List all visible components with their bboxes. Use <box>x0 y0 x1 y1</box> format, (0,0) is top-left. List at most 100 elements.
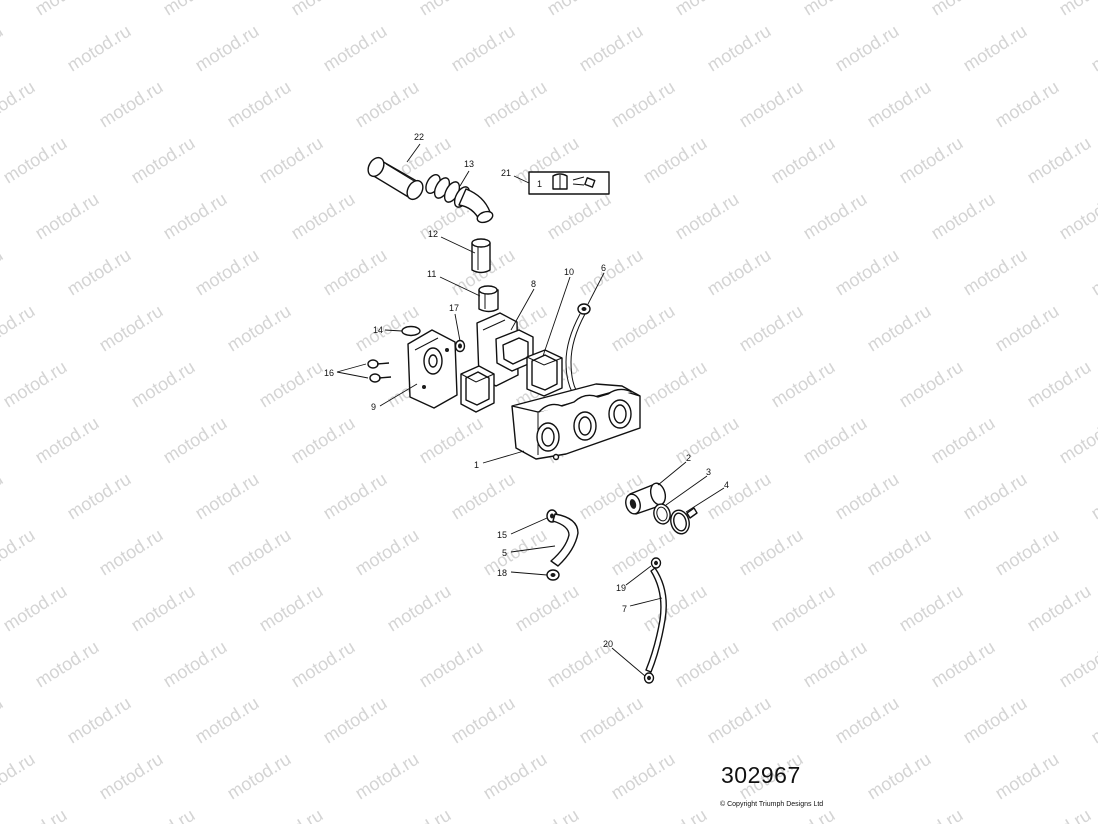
watermark-text: motod.ru <box>32 189 103 244</box>
watermark-text: motod.ru <box>320 245 391 300</box>
watermark-text: motod.ru <box>160 0 231 19</box>
part-20-cap[interactable] <box>643 672 655 684</box>
watermark-text: motod.ru <box>928 189 999 244</box>
watermark-text: motod.ru <box>384 805 455 824</box>
part-12-tube[interactable] <box>471 238 491 274</box>
watermark-text: motod.ru <box>320 469 391 524</box>
watermark-text: motod.ru <box>96 77 167 132</box>
callout-14: 14 <box>373 325 383 335</box>
watermark-text: motod.ru <box>480 525 551 580</box>
part-9-housing[interactable] <box>407 329 458 409</box>
watermark-text: motod.ru <box>256 133 327 188</box>
part-6-grommet[interactable] <box>577 303 591 315</box>
part-16-screws[interactable] <box>367 359 392 383</box>
watermark-text: motod.ru <box>160 637 231 692</box>
drain-pipe <box>565 313 586 393</box>
watermark-text: motod.ru <box>992 77 1063 132</box>
diagram-number: 302967 <box>721 762 801 788</box>
callout-5: 5 <box>502 548 507 558</box>
watermark-text: motod.ru <box>544 0 615 19</box>
watermark-text: motod.ru <box>640 805 711 824</box>
watermark-text: motod.ru <box>864 301 935 356</box>
callout-13: 13 <box>464 159 474 169</box>
watermark-text: motod.ru <box>864 525 935 580</box>
watermark-text: motod.ru <box>768 581 839 636</box>
watermark-text: motod.ru <box>576 693 647 748</box>
watermark-text: motod.ru <box>1088 469 1098 524</box>
watermark-text: motod.ru <box>768 133 839 188</box>
watermark-text: motod.ru <box>1056 413 1098 468</box>
watermark-text: motod.ru <box>416 0 487 19</box>
leader-lines <box>336 143 725 677</box>
watermark-text: motod.ru <box>352 77 423 132</box>
part-19-cap[interactable] <box>650 557 662 569</box>
watermark-text: motod.ru <box>256 357 327 412</box>
watermark-text: motod.ru <box>32 413 103 468</box>
watermark-text: motod.ru <box>928 413 999 468</box>
watermark-text: motod.ru <box>416 637 487 692</box>
part-18-cap[interactable] <box>546 569 560 581</box>
part-17-grommet[interactable] <box>454 339 466 353</box>
part-11-tube[interactable] <box>478 285 499 313</box>
watermark-text: motod.ru <box>256 581 327 636</box>
watermark-text: motod.ru <box>256 805 327 824</box>
part-3-clamp[interactable] <box>652 502 673 525</box>
watermark-text: motod.ru <box>480 749 551 804</box>
watermark-text: motod.ru <box>704 21 775 76</box>
watermark-text: motod.ru <box>800 637 871 692</box>
watermark-text: motod.ru <box>608 77 679 132</box>
watermark-text: motod.ru <box>896 133 967 188</box>
callout-9: 9 <box>371 402 376 412</box>
watermark-text: motod.ru <box>1088 245 1098 300</box>
watermark-text: motod.ru <box>544 189 615 244</box>
watermark-text: motod.ru <box>288 637 359 692</box>
watermark-text: motod.ru <box>224 301 295 356</box>
watermark-text: motod.ru <box>128 133 199 188</box>
intake-duct-left[interactable] <box>460 365 495 413</box>
part-5-hose[interactable] <box>550 513 579 567</box>
part-13-bellows-hose[interactable] <box>423 172 494 224</box>
watermark-text: motod.ru <box>672 189 743 244</box>
watermark-text: motod.ru <box>288 413 359 468</box>
watermark-text: motod.ru <box>128 805 199 824</box>
part-7-hose[interactable] <box>645 567 667 673</box>
callout-7: 7 <box>622 604 627 614</box>
watermark-text: motod.ru <box>32 637 103 692</box>
part-1-air-box[interactable] <box>511 383 641 461</box>
kit-box-quantity: 1 <box>537 179 542 189</box>
watermark-text: motod.ru <box>0 693 6 748</box>
watermark-text: motod.ru <box>736 77 807 132</box>
watermark-text: motod.ru <box>640 581 711 636</box>
watermark-text: motod.ru <box>608 301 679 356</box>
callout-10: 10 <box>564 267 574 277</box>
callout-15: 15 <box>497 530 507 540</box>
watermark-text: motod.ru <box>448 469 519 524</box>
watermark-text: motod.ru <box>1024 805 1095 824</box>
watermark-text: motod.ru <box>672 413 743 468</box>
watermark-text: motod.ru <box>608 749 679 804</box>
callout-2: 2 <box>686 453 691 463</box>
watermark-text: motod.ru <box>960 21 1031 76</box>
watermark-text: motod.ru <box>224 749 295 804</box>
part-4-ring[interactable] <box>668 507 698 536</box>
watermark-text: motod.ru <box>608 525 679 580</box>
watermark-text: motod.ru <box>128 357 199 412</box>
watermark-text: motod.ru <box>864 749 935 804</box>
watermark-text: motod.ru <box>992 525 1063 580</box>
part-14-o-ring[interactable] <box>401 325 421 337</box>
copyright-notice: © Copyright Triumph Designs Ltd <box>720 801 824 808</box>
part-2-adaptor[interactable] <box>624 482 668 516</box>
part-22-sleeve[interactable] <box>365 155 426 202</box>
watermark-text: motod.ru <box>928 637 999 692</box>
watermark-text: motod.ru <box>64 693 135 748</box>
callout-4: 4 <box>724 480 729 490</box>
part-21-kit-box[interactable]: 1 <box>528 171 610 195</box>
part-10-intake-duct[interactable] <box>526 349 563 397</box>
callout-16: 16 <box>324 368 334 378</box>
watermark-text: motod.ru <box>224 77 295 132</box>
watermark-text: motod.ru <box>192 469 263 524</box>
watermark-text: motod.ru <box>0 357 70 412</box>
watermark-text: motod.ru <box>704 693 775 748</box>
